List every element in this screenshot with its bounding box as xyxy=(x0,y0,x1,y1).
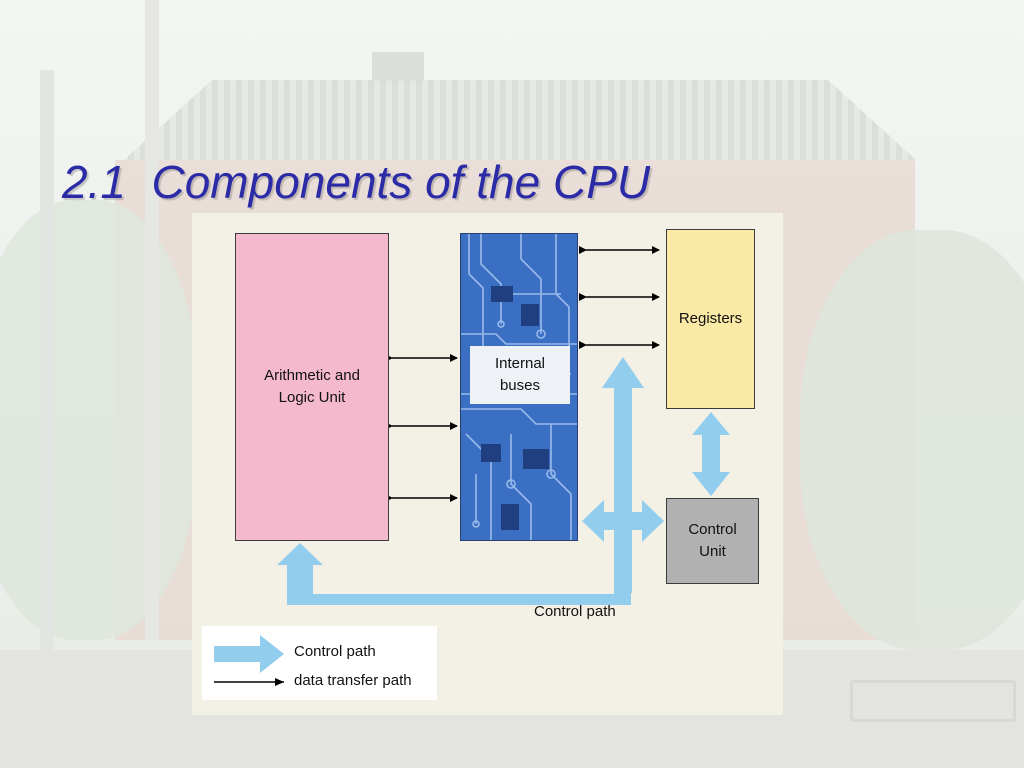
legend-control-path-label: Control path xyxy=(294,643,376,660)
internal-buses-label: Internal buses xyxy=(470,346,570,404)
control-unit-box: Control Unit xyxy=(666,498,759,584)
control-path-cu-buses xyxy=(582,500,664,542)
legend-data-path-label: data transfer path xyxy=(294,672,412,689)
cpu-diagram: Arithmetic and Logic Unit xyxy=(192,213,783,715)
connections xyxy=(277,246,730,605)
registers-box: Registers xyxy=(666,229,755,409)
legend: Control path data transfer path xyxy=(202,626,437,700)
legend-control-path-key xyxy=(214,635,284,673)
alu-box: Arithmetic and Logic Unit xyxy=(235,233,389,541)
legend-keys xyxy=(214,635,284,686)
control-path-to-buses xyxy=(602,357,644,593)
control-path-label: Control path xyxy=(534,603,616,620)
control-path-reg-cu xyxy=(692,412,730,496)
control-path-to-alu xyxy=(277,543,631,605)
slide-title: 2.1 Components of the CPU xyxy=(62,156,651,208)
